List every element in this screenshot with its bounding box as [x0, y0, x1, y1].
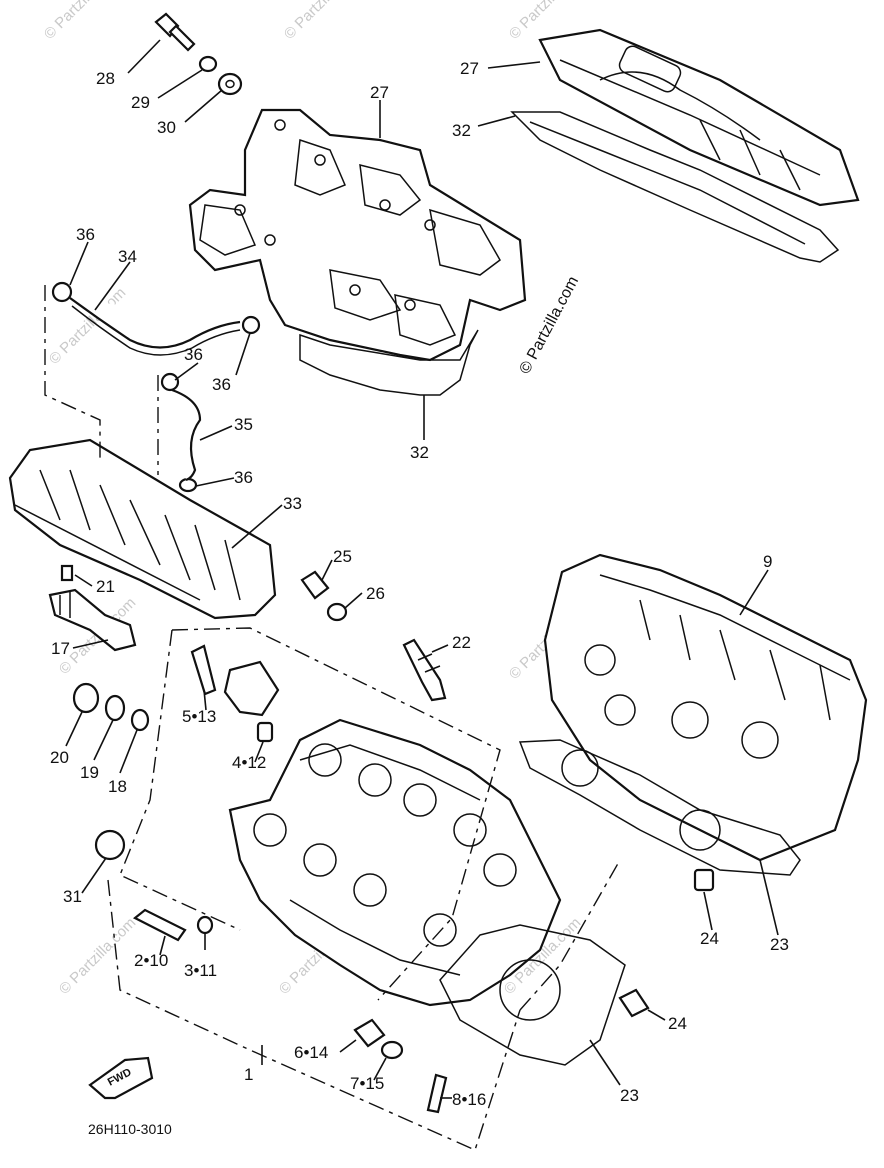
part-28-bolt — [154, 12, 196, 52]
part-18-o-ring — [130, 708, 150, 732]
part-17-fitting — [48, 588, 137, 652]
part-1-cylinder-head — [228, 718, 562, 1007]
callout-20: 20 — [50, 748, 69, 767]
callout-3-11: 3•11 — [184, 961, 217, 980]
part-6-plug — [353, 1018, 386, 1048]
diagram-part-number: 26H110-3010 — [88, 1121, 172, 1137]
part-2-valve-guide — [132, 908, 187, 942]
callout-31: 31 — [63, 887, 82, 906]
callout-29: 29 — [131, 93, 150, 112]
part-26-washer — [326, 602, 348, 622]
callout-36-d: 36 — [234, 468, 253, 487]
part-27-head-cover-rear — [538, 28, 860, 207]
watermark-faint: © Partzilla.com — [56, 914, 139, 997]
callout-26: 26 — [366, 584, 385, 603]
part-23-gasket-rear — [518, 739, 801, 876]
callout-28: 28 — [96, 69, 115, 88]
part-35-hose — [171, 388, 202, 482]
part-31-plug — [94, 829, 126, 861]
callout-5-13: 5•13 — [182, 707, 216, 726]
part-22-spark-plug — [402, 638, 447, 702]
part-24-dowel — [693, 868, 715, 892]
callout-18: 18 — [108, 777, 127, 796]
part-36-clamp — [178, 477, 198, 493]
callout-19: 19 — [80, 763, 99, 782]
callout-23-rear: 23 — [770, 935, 789, 954]
part-13-plate — [223, 660, 280, 717]
callout-24-front: 24 — [668, 1014, 687, 1033]
callout-1: 1 — [244, 1065, 253, 1084]
callout-17: 17 — [51, 639, 70, 658]
part-36-clamp — [160, 372, 180, 392]
callout-8-16: 8•16 — [452, 1090, 486, 1109]
part-27-head-cover-front — [188, 108, 527, 362]
part-32-gasket-rear — [510, 111, 840, 263]
callout-25: 25 — [333, 547, 352, 566]
callout-7-15: 7•15 — [350, 1074, 384, 1093]
part-19-o-ring — [104, 694, 126, 722]
part-23-gasket-front — [439, 924, 626, 1066]
callout-21: 21 — [96, 577, 115, 596]
part-25-plug — [300, 570, 330, 600]
callout-32-front: 32 — [410, 443, 429, 462]
part-24-dowel — [618, 988, 650, 1018]
callout-27-rear: 27 — [460, 59, 479, 78]
part-21-pin — [60, 564, 74, 582]
callout-9: 9 — [763, 552, 772, 571]
callout-24-rear: 24 — [700, 929, 719, 948]
part-3-seal — [196, 915, 214, 935]
callout-6-14: 6•14 — [294, 1043, 328, 1062]
leader-lines — [65, 39, 779, 1099]
part-29-washer — [198, 55, 218, 73]
callout-4-12: 4•12 — [232, 753, 266, 772]
callout-30: 30 — [157, 118, 176, 137]
part-4-dowel — [256, 721, 274, 743]
part-32-gasket-front — [299, 329, 479, 396]
callout-33: 33 — [283, 494, 302, 513]
callout-23-front: 23 — [620, 1086, 639, 1105]
callout-27-front: 27 — [370, 83, 389, 102]
callout-36-c: 36 — [212, 375, 231, 394]
part-9-cylinder-head-rear — [543, 553, 868, 862]
part-36-clamp — [241, 315, 261, 335]
watermark-faint: © Partzilla.com — [41, 0, 124, 43]
part-30-grommet — [217, 72, 243, 96]
callout-36-b: 36 — [184, 345, 203, 364]
callout-36-a: 36 — [76, 225, 95, 244]
callout-35: 35 — [234, 415, 253, 434]
part-33-cover — [8, 438, 277, 620]
part-36-clamp — [51, 281, 73, 303]
part-34-hose — [69, 297, 241, 349]
part-20-o-ring — [72, 682, 100, 714]
watermark-faint: © Partzilla.com — [281, 0, 364, 43]
callout-32-rear: 32 — [452, 121, 471, 140]
part-7-washer — [380, 1040, 404, 1060]
forward-arrow-icon: FWD — [88, 1056, 154, 1100]
partzilla-watermark: © Partzilla.com — [517, 274, 583, 377]
callout-22: 22 — [452, 633, 471, 652]
callout-labels: 28 29 30 27 27 32 36 34 36 36 35 36 32 3… — [50, 59, 789, 1109]
part-5-bolt — [190, 644, 217, 696]
callout-2-10: 2•10 — [134, 951, 168, 970]
part-8-stud — [426, 1073, 448, 1114]
callout-34: 34 — [118, 247, 137, 266]
